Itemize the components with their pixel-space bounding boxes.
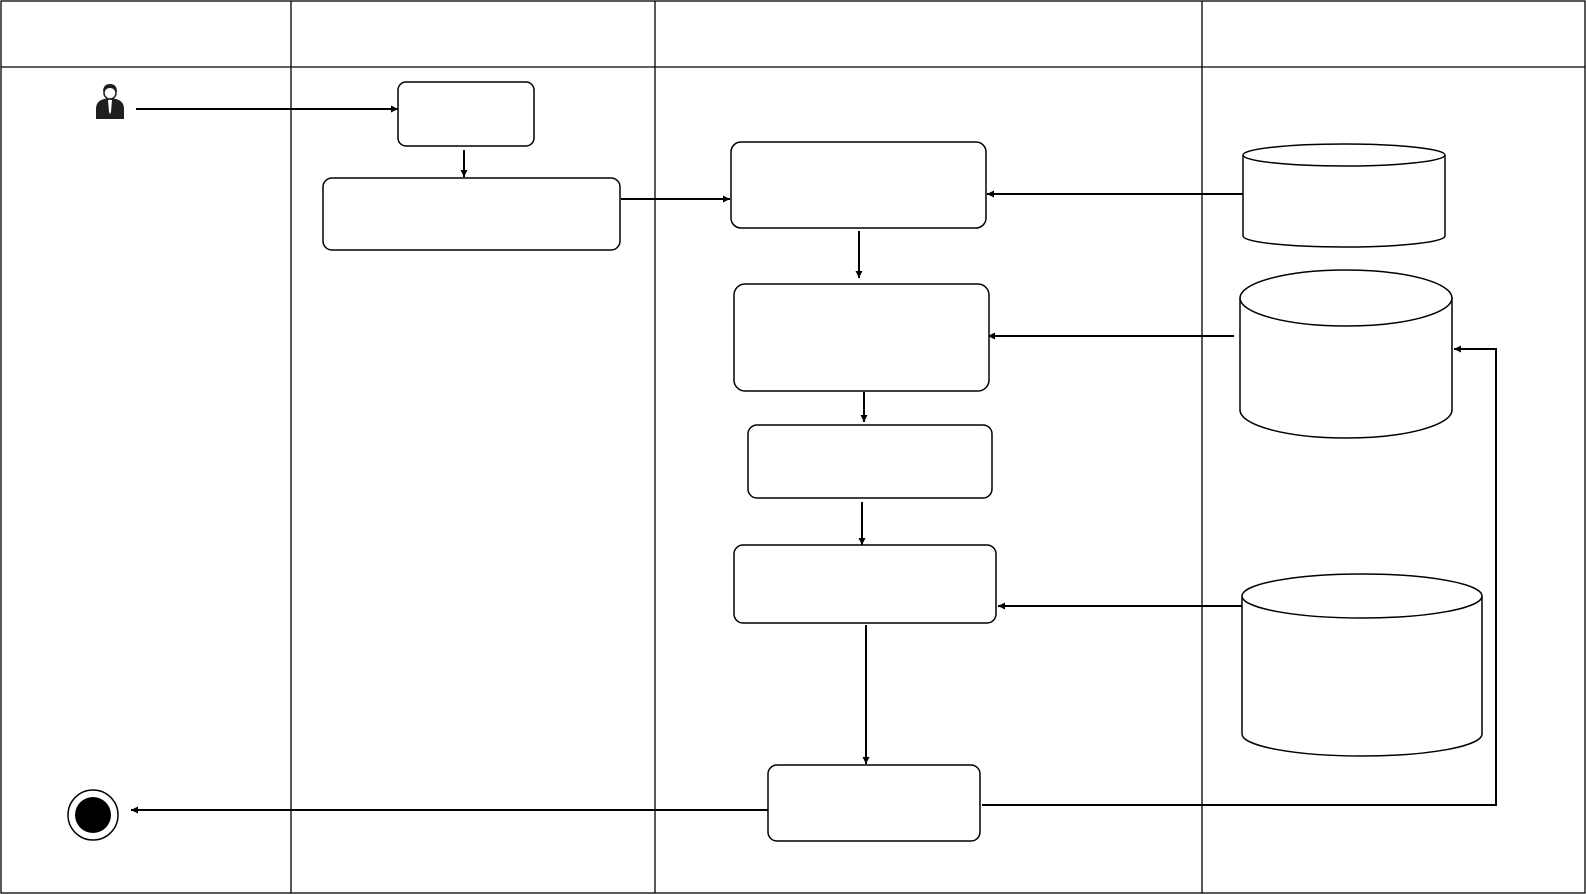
datastore-1 (1242, 143, 1446, 248)
edge-step-7-to-store-2 (982, 345, 1497, 806)
activity-step-7 (767, 764, 981, 842)
activity-step-2 (322, 177, 621, 251)
actor-icon (96, 84, 124, 119)
datastore-3 (1241, 573, 1483, 757)
edges (131, 105, 1497, 814)
activity-step-6 (733, 544, 997, 624)
final-node (67, 789, 119, 841)
activity-step-1 (397, 81, 535, 147)
activity-step-3 (730, 141, 987, 229)
activity-step-5 (747, 424, 993, 499)
activity-step-4 (733, 283, 990, 392)
datastore-2 (1239, 269, 1453, 439)
